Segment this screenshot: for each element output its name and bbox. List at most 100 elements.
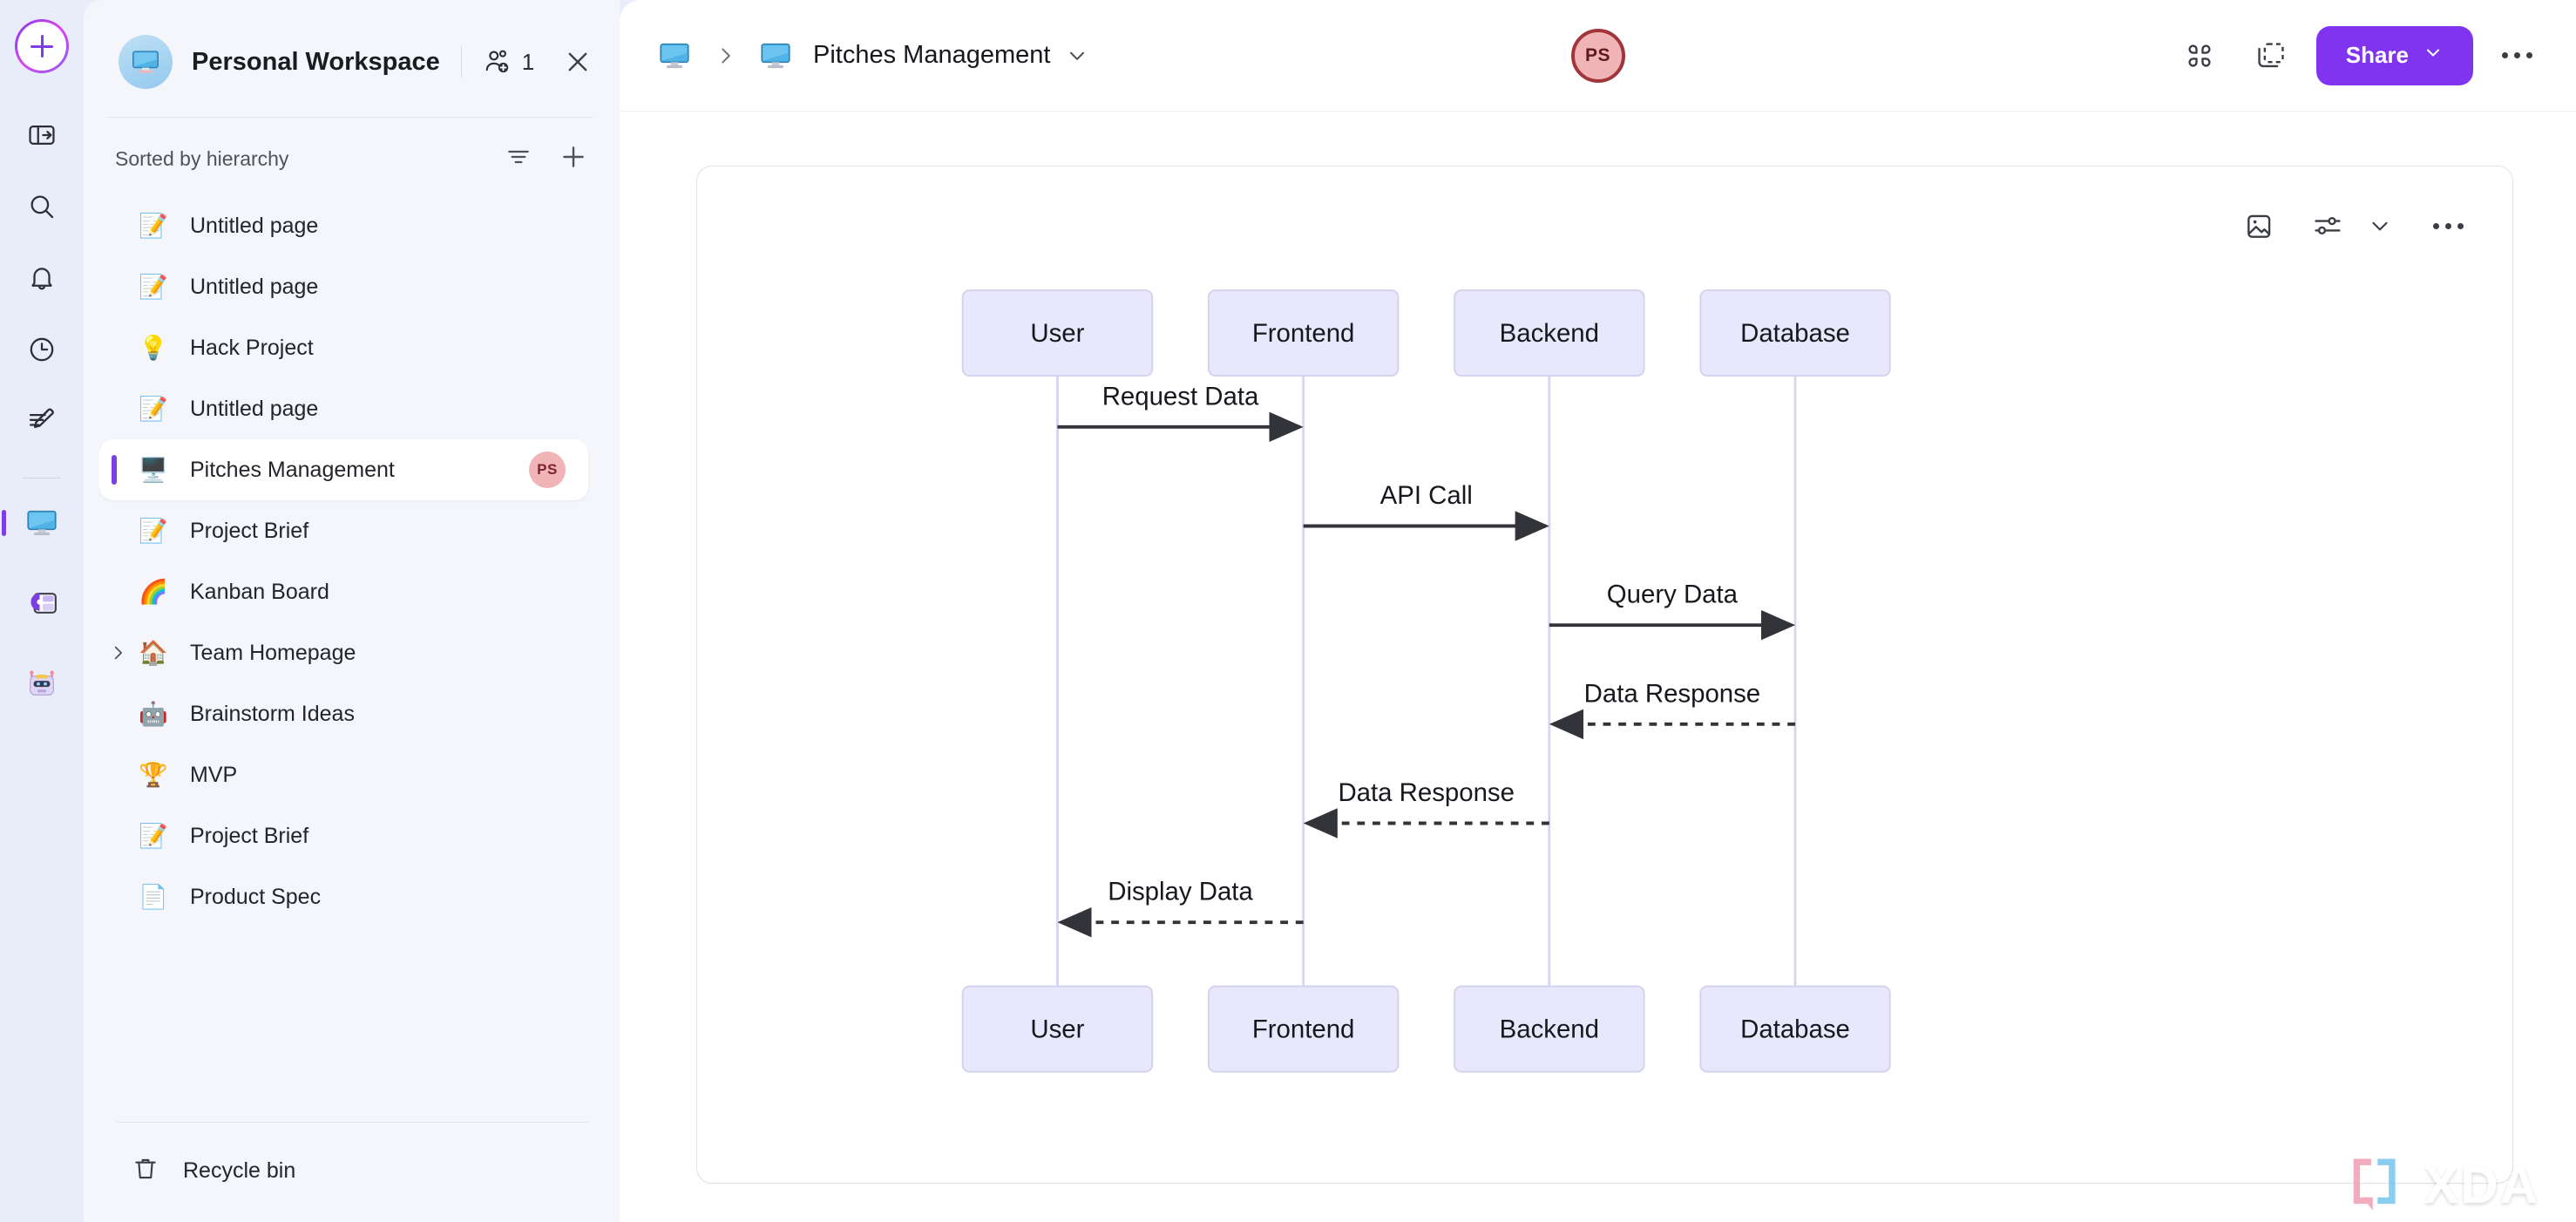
settings-sliders-icon[interactable] (2303, 201, 2352, 250)
page-emoji-icon: 📝 (139, 273, 168, 300)
recycle-bin-item[interactable]: Recycle bin (99, 1138, 588, 1203)
share-label: Share (2345, 42, 2409, 68)
message-label: API Call (1380, 481, 1473, 510)
page-emoji-icon: 💡 (139, 334, 168, 361)
edit-note-icon[interactable] (17, 396, 67, 446)
page-label: Kanban Board (190, 579, 329, 604)
page-label: Untitled page (190, 274, 319, 299)
workspace-sidebar: Personal Workspace 1 Sorted by h (84, 0, 620, 1222)
participant-box[interactable] (961, 289, 1154, 377)
frame-select-icon[interactable] (2245, 30, 2297, 82)
page-list-item[interactable]: 🖥️ Pitches Management PS (99, 439, 588, 500)
more-options-icon[interactable] (2489, 28, 2545, 84)
add-new-button[interactable] (15, 19, 69, 73)
message-label: Data Response (1338, 778, 1514, 807)
page-emoji-icon: 📝 (139, 517, 168, 544)
page-emoji-icon: 🏠 (139, 639, 168, 666)
page-list-item[interactable]: 🌈Kanban Board (99, 561, 588, 622)
selected-indicator (112, 455, 117, 485)
breadcrumb-current-label[interactable]: Pitches Management (813, 41, 1051, 69)
trash-icon (131, 1154, 160, 1188)
participant-label: Database (1740, 319, 1850, 348)
breadcrumb-dropdown-icon[interactable] (1066, 44, 1088, 67)
sort-label: Sorted by hierarchy (115, 147, 289, 170)
page-label: MVP (190, 762, 238, 787)
participant-label: Backend (1500, 319, 1599, 348)
message-label: Display Data (1108, 878, 1253, 906)
workspace-monitor-icon[interactable] (2, 498, 67, 548)
page-list-item[interactable]: 📝 Untitled page (99, 256, 588, 317)
message-label: Data Response (1584, 679, 1760, 708)
image-icon[interactable] (2235, 201, 2284, 250)
page-list-item[interactable]: 📄 Product Spec (99, 866, 588, 927)
page-emoji-icon: 🖥️ (139, 456, 168, 483)
expand-chevron-icon[interactable] (106, 642, 129, 664)
page-list-item[interactable]: 📝Project Brief (99, 805, 588, 866)
app-purple-icon[interactable] (17, 578, 67, 628)
notifications-icon[interactable] (17, 253, 67, 303)
participant-label: Database (1740, 1015, 1850, 1043)
page-list-item[interactable]: 📝Project Brief (99, 500, 588, 561)
page-list-item[interactable]: 📝 Untitled page (99, 195, 588, 256)
presence-avatars: PS (1570, 28, 1625, 83)
participant-box[interactable] (1207, 985, 1400, 1073)
rail-active-indicator (2, 510, 6, 536)
recent-clock-icon[interactable] (17, 324, 67, 375)
panel-toggle-icon[interactable] (17, 110, 67, 160)
sort-filter-icon[interactable] (505, 143, 532, 175)
page-emoji-icon: 📝 (139, 395, 168, 422)
header-rule (106, 117, 593, 118)
close-sidebar-button[interactable] (560, 44, 595, 79)
participant-box[interactable] (1454, 985, 1645, 1073)
page-emoji-icon: 📄 (139, 883, 168, 910)
participant-box[interactable] (1699, 985, 1891, 1073)
participant-box[interactable] (1454, 289, 1645, 377)
card-more-icon[interactable] (2423, 201, 2472, 250)
chevron-down-icon[interactable] (2356, 201, 2404, 250)
breadcrumb: Pitches Management (654, 36, 1088, 76)
page-list-item[interactable]: 🏠Team Homepage (99, 622, 588, 683)
left-rail (0, 0, 84, 1222)
page-emoji-icon: 📝 (139, 822, 168, 849)
rail-divider (23, 478, 61, 479)
share-button[interactable]: Share (2315, 25, 2473, 85)
participant-label: User (1030, 319, 1084, 348)
participant-label: User (1030, 1015, 1084, 1043)
search-icon[interactable] (17, 181, 67, 232)
workspace-header: Personal Workspace 1 (99, 0, 620, 94)
breadcrumb-page-monitor-icon[interactable] (756, 36, 796, 76)
sort-row: Sorted by hierarchy (99, 118, 620, 195)
user-avatar[interactable]: PS (1570, 28, 1625, 83)
page-list-item[interactable]: 🏆MVP (99, 744, 588, 805)
page-list-item[interactable]: 🤖Brainstorm Ideas (99, 683, 588, 744)
workspace-avatar (119, 35, 173, 89)
robot-assistant-icon[interactable] (17, 658, 67, 709)
add-member-icon (485, 50, 508, 73)
page-emoji-icon: 🤖 (139, 700, 168, 727)
top-bar: Pitches Management PS (620, 0, 2576, 112)
main-area: Pitches Management PS (620, 0, 2576, 1222)
page-label: Hack Project (190, 335, 314, 360)
card-toolbar (2216, 201, 2472, 250)
apps-grid-icon[interactable] (2173, 30, 2226, 82)
page-label: Product Spec (190, 884, 322, 909)
page-list-item[interactable]: 📝 Untitled page (99, 378, 588, 439)
breadcrumb-root-monitor-icon[interactable] (654, 36, 695, 76)
page-list: 📝 Untitled page 📝 Untitled page 💡 Hack Projec… (99, 195, 620, 1113)
participant-box[interactable] (1207, 289, 1400, 377)
page-avatar-badge: PS (529, 451, 566, 488)
workspace-members[interactable]: 1 (483, 47, 534, 77)
workspace-title: Personal Workspace (192, 47, 440, 76)
page-label: Untitled page (190, 213, 319, 238)
members-count: 1 (521, 48, 535, 75)
participant-box[interactable] (1699, 289, 1891, 377)
page-label: Pitches Management (190, 457, 395, 482)
page-emoji-icon: 📝 (139, 212, 168, 239)
participant-box[interactable] (961, 985, 1154, 1073)
recycle-bin-label: Recycle bin (183, 1158, 296, 1183)
add-page-icon[interactable] (559, 142, 588, 176)
page-list-item[interactable]: 💡 Hack Project (99, 317, 588, 378)
page-label: Untitled page (190, 396, 319, 421)
